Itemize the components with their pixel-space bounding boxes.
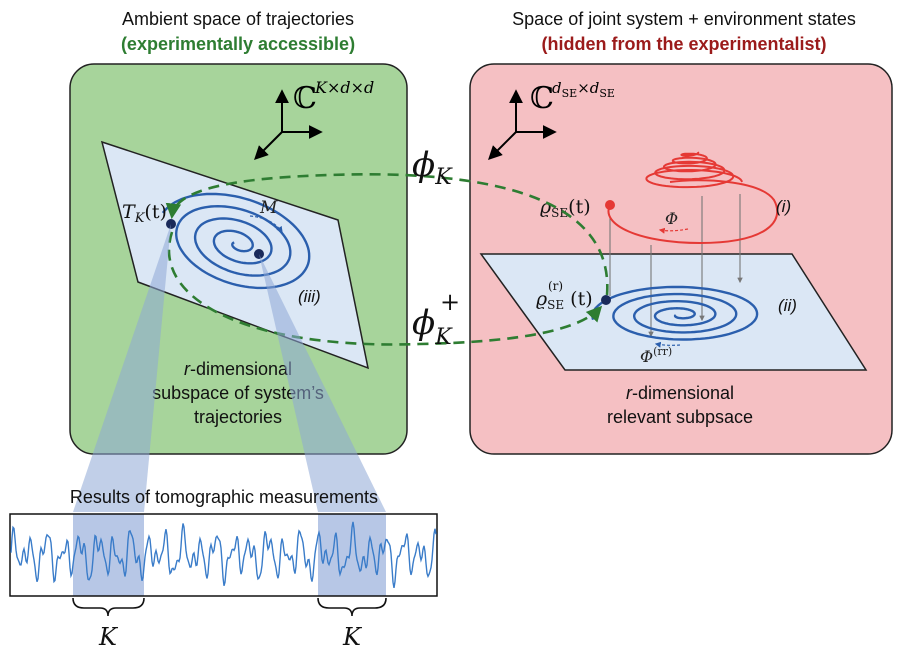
phi-label: Φ	[665, 209, 678, 228]
left-caption-line1: r-dimensional	[184, 359, 292, 379]
phi-K-map-arrow	[165, 173, 609, 296]
window-2-K-label: K	[342, 623, 363, 651]
phi-rr-arrow	[654, 341, 681, 348]
window-1-K-label: K	[98, 623, 119, 651]
projection-lines	[609, 194, 743, 338]
phi-K-plus-map-arrow	[167, 231, 603, 346]
rho-SE-r-superscript: (r)	[548, 279, 563, 293]
rho-SE-point	[605, 200, 615, 210]
trajectory-point-T-label: TK(t)	[122, 201, 167, 226]
left-spiral-trajectory	[161, 192, 311, 290]
left-subspace-plane	[100, 140, 370, 370]
right-caption-line2: relevant subpsace	[607, 407, 753, 427]
right-space-symbol: ℂ	[530, 81, 554, 116]
right-caption-line1: r-dimensional	[626, 383, 734, 403]
left-caption-line3: trajectories	[194, 407, 282, 427]
phi-K-label: ϕK	[412, 145, 453, 190]
beam-window-1	[73, 224, 171, 512]
measurement-box	[9, 513, 438, 597]
phi-arrow	[658, 227, 689, 234]
left-space-exponent: K×d×d	[314, 78, 374, 97]
phi-K-plus-superscript: +	[440, 288, 460, 316]
brace-window-2	[317, 597, 387, 617]
right-subspace-plane	[479, 253, 868, 371]
brace-window-1	[72, 597, 145, 617]
measurement-signal	[10, 521, 437, 589]
phi-K-plus-label: ϕK	[412, 303, 453, 350]
left-caption-line2: subspace of system’s	[152, 383, 324, 403]
right-title: Space of joint system + environment stat…	[512, 9, 856, 29]
right-space-exponent: dSE×dSE	[552, 79, 615, 100]
rho-SE-r-label: ϱSE(t)	[536, 288, 593, 312]
left-space-symbol: ℂ	[293, 81, 317, 116]
left-title: Ambient space of trajectories	[122, 9, 354, 29]
region-iii-label: (iii)	[298, 287, 321, 306]
label-i: (i)	[776, 197, 791, 216]
beam-window-2	[259, 254, 386, 512]
left-axes-icon	[254, 89, 323, 160]
right-axes-icon	[488, 89, 557, 160]
rho-SE-label: ϱSE(t)	[540, 196, 591, 220]
measurements-title: Results of tomographic measurements	[70, 487, 378, 507]
red-trajectory	[645, 151, 743, 189]
measurement-window-1	[73, 514, 144, 596]
map-M-label: M	[259, 198, 278, 218]
rho-SE-r-point	[601, 295, 611, 305]
right-subtitle: (hidden from the experimentalist)	[541, 34, 826, 54]
left-subtitle: (experimentally accessible)	[121, 34, 355, 54]
red-trajectory-loop	[607, 179, 779, 245]
phi-rr-label: Φ(rr)	[640, 345, 672, 366]
right-spiral-trajectory	[591, 285, 759, 341]
label-ii: (ii)	[778, 296, 797, 315]
